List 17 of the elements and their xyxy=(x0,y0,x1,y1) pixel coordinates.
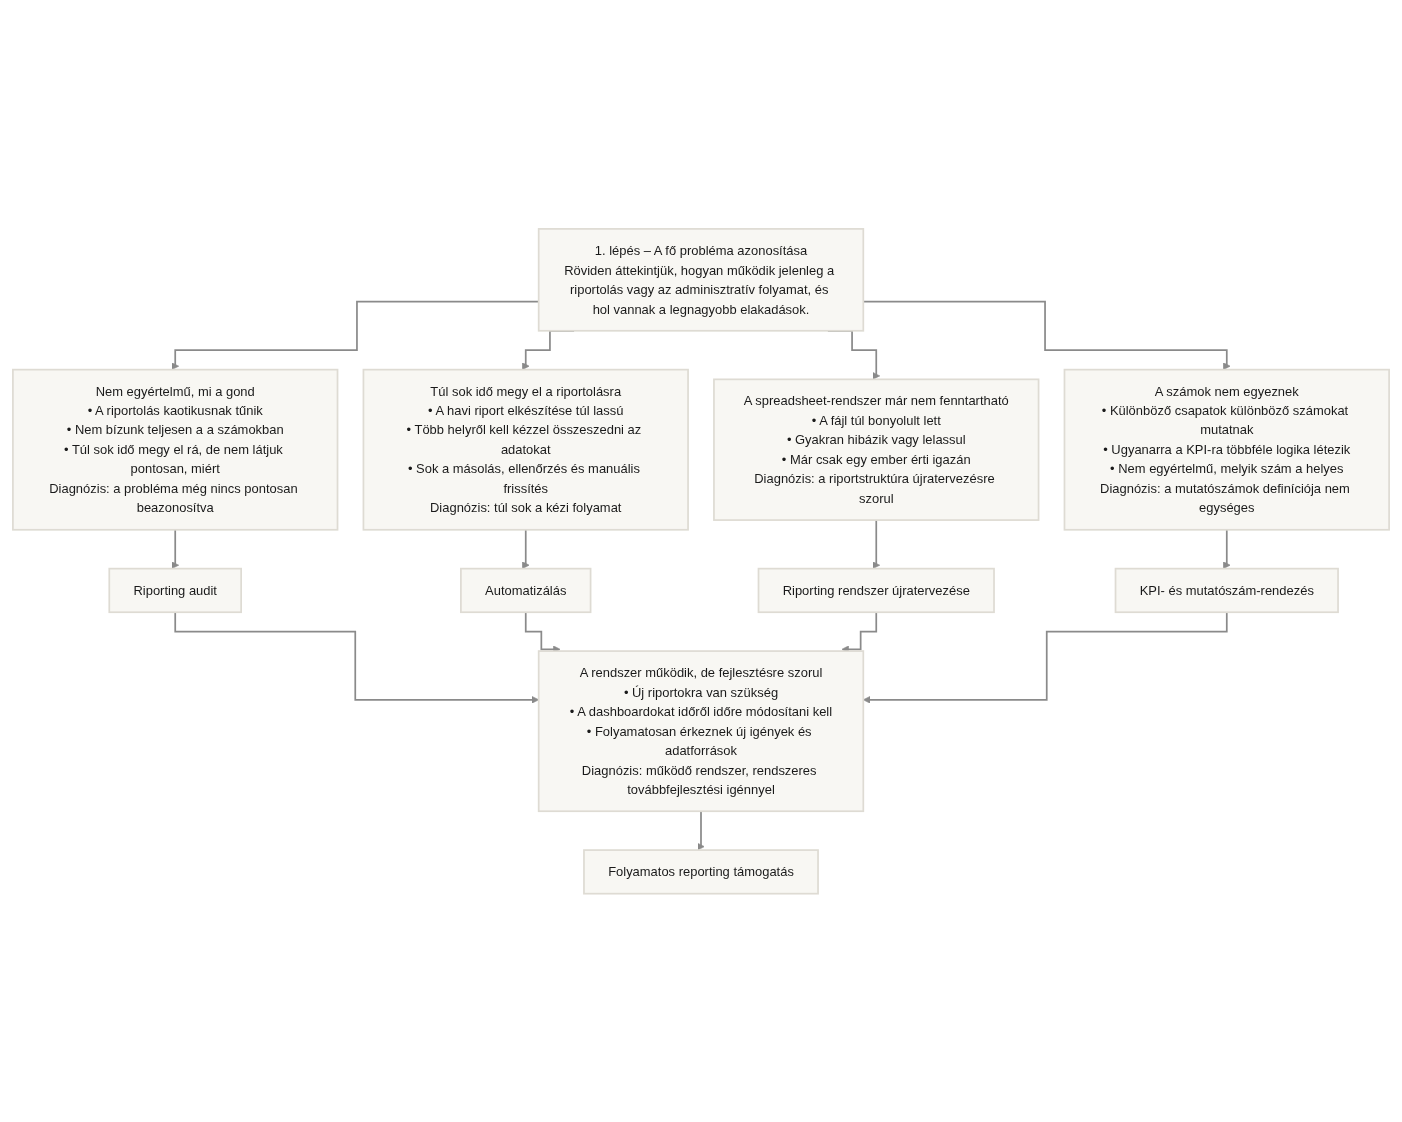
node-box: Riporting rendszer újratervezése xyxy=(757,567,995,613)
arrow xyxy=(521,528,530,569)
arrow xyxy=(1223,528,1231,569)
arrow xyxy=(171,528,179,569)
arrow xyxy=(872,518,881,569)
arrow xyxy=(841,611,878,653)
node-box: Túl sok idő megy el a riportolásra • A havi riport elkészítése túl lassú • Több helyről kell kézzel összeszedni az adatokat • Sok a másolás, ellenőrzés és manuális frissítés Diagnózis: túl sok a kézi folyamat xyxy=(362,368,689,531)
arrow xyxy=(697,810,705,851)
node-box: KPI- és mutatószám-rendezés xyxy=(1114,567,1339,613)
node-box: Riporting audit xyxy=(108,567,242,613)
node-box: Automatizálás xyxy=(460,567,592,613)
node-box: 1. lépés – A fő probléma azonosítása Röviden áttekintjük, hogyan működik jelenleg a riportolás vagy az adminisztratív folyamat, és hol vannak a legnagyobb elakadások. xyxy=(537,227,865,332)
node-box: A spreadsheet-rendszer már nem fenntartható • A fájl túl bonyolult lett • Gyakran hibázik vagy lelassul • Már csak egy ember érti igazán Diagnózis: a riportstruktúra újratervezésre szorul xyxy=(713,378,1040,521)
node-box: A rendszer működik, de fejlesztésre szorul • Új riportokra van szükség • A dashboardokat időről időre módosítani kell • Folyamatosan érkeznek új igények és adatforrások Diagnózis: működő rendszer, rendszeres továbbfejlesztési igénnyel xyxy=(537,649,865,812)
node-box: Folyamatos reporting támogatás xyxy=(583,848,819,895)
node-box: A számok nem egyeznek • Különböző csapatok különböző számokat mutatnak • Ugyanarra a KPI-ra többféle logika létezik • Nem egyértelmű, melyik szám a helyes Diagnózis: a mutatószámok definíciója nem egységes xyxy=(1063,368,1390,531)
node-box: Nem egyértelmű, mi a gond • A riportolás kaotikusnak tűnik • Nem bízunk teljesen a a számokban • Túl sok idő megy el rá, de nem látjuk pontosan, miért Diagnózis: a probléma még nincs pontosan beazonosítva xyxy=(12,368,339,531)
